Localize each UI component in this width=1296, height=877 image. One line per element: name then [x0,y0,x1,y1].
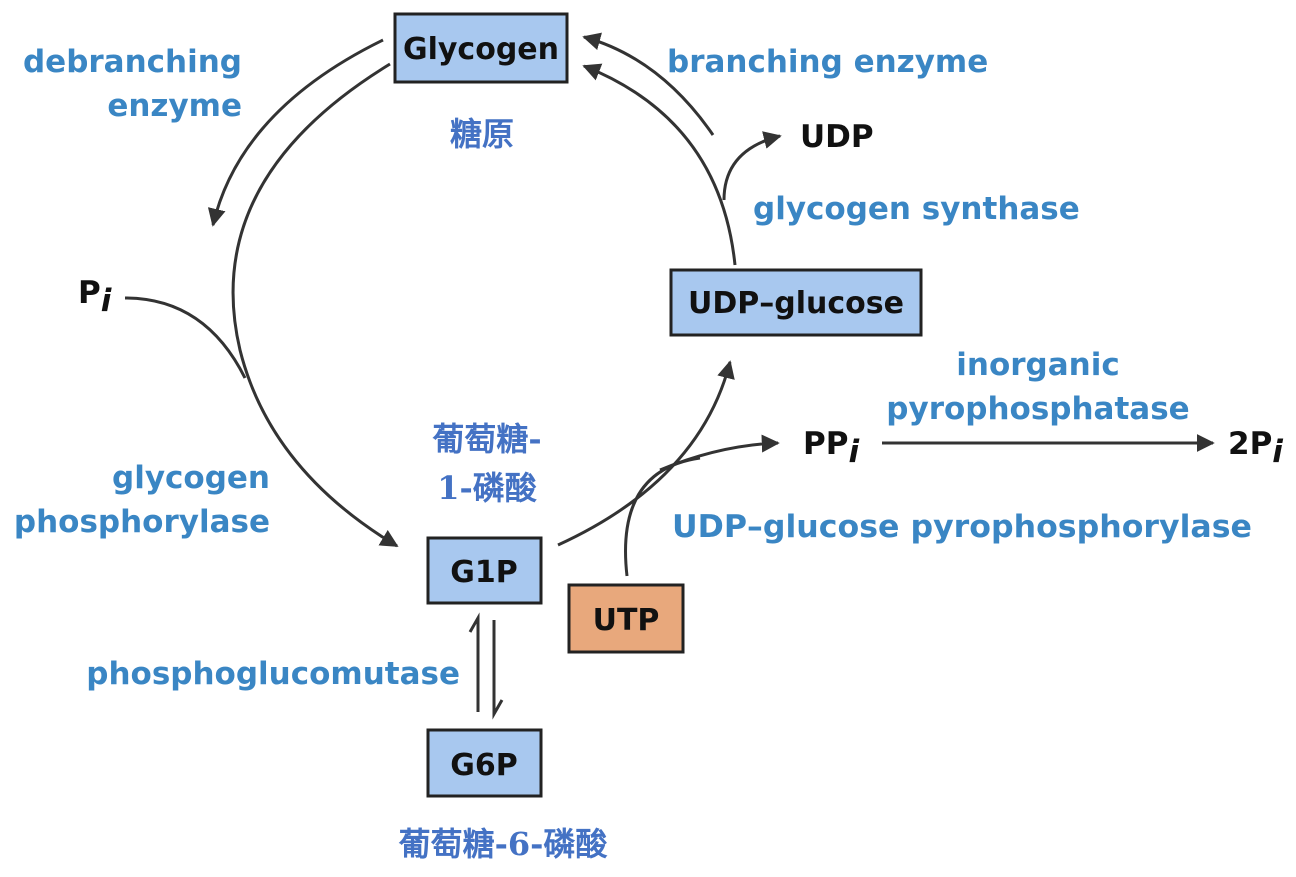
g6p-label: G6P [450,748,518,783]
phosphoglucomutase-label: phosphoglucomutase [86,656,460,692]
mutase-arrow-down [492,620,504,720]
inorganic-pyrophosphatase-label-1: inorganic [956,347,1119,383]
branching-enzyme-label: branching enzyme [667,44,988,80]
g6p-box: G6P [426,728,543,798]
udp-release-arrow [722,131,782,201]
two-pi-base: 2P [1228,426,1272,462]
pi-subscript: i [101,283,112,319]
ppi-base: PP [803,426,848,462]
glycogen-box: Glycogen [393,12,569,84]
glycogen-synthase-label: glycogen synthase [753,191,1080,227]
glycogen-phosphorylase-label-2: phosphorylase [14,504,270,540]
udp-glucose-label: UDP–glucose [688,286,904,321]
branching-arrow [582,32,715,136]
pi-label: Pi [78,275,112,319]
utp-label: UTP [593,603,660,638]
g1p-chinese-label-2: 1-磷酸 [437,469,538,507]
debranching-enzyme-label-1: debranching [23,44,242,80]
udp-glucose-pyrophosphorylase-label: UDP–glucose pyrophosphorylase [672,509,1252,545]
pi-base: P [78,275,101,311]
g6p-chinese-label: 葡萄糖-6-磷酸 [399,825,609,863]
udp-glucose-box: UDP–glucose [669,268,923,337]
g1p-chinese-label-1: 葡萄糖- [432,420,541,458]
utp-box: UTP [567,583,685,654]
g1p-label: G1P [450,555,518,590]
glycogen-label: Glycogen [403,32,559,67]
mutase-arrow-up [468,612,480,712]
ppi-release-arrow [659,434,780,472]
pi-input-arrow [124,296,247,379]
inorganic-pyrophosphatase-label-2: pyrophosphatase [886,391,1189,427]
debranching-enzyme-label-2: enzyme [107,88,242,124]
glycogen-chinese-label: 糖原 [450,115,514,153]
phosphorylase-arrow [231,62,399,548]
ppi-label: PPi [803,426,859,470]
ppi-subscript: i [848,434,859,470]
glycogen-phosphorylase-label-1: glycogen [112,460,270,496]
glycogen-synthase-arrow [582,63,737,266]
udp-label: UDP [800,119,874,155]
debranching-arrow [207,38,384,227]
two-pi-label: 2Pi [1228,426,1283,470]
g1p-box: G1P [426,536,543,605]
two-pi-subscript: i [1272,434,1283,470]
